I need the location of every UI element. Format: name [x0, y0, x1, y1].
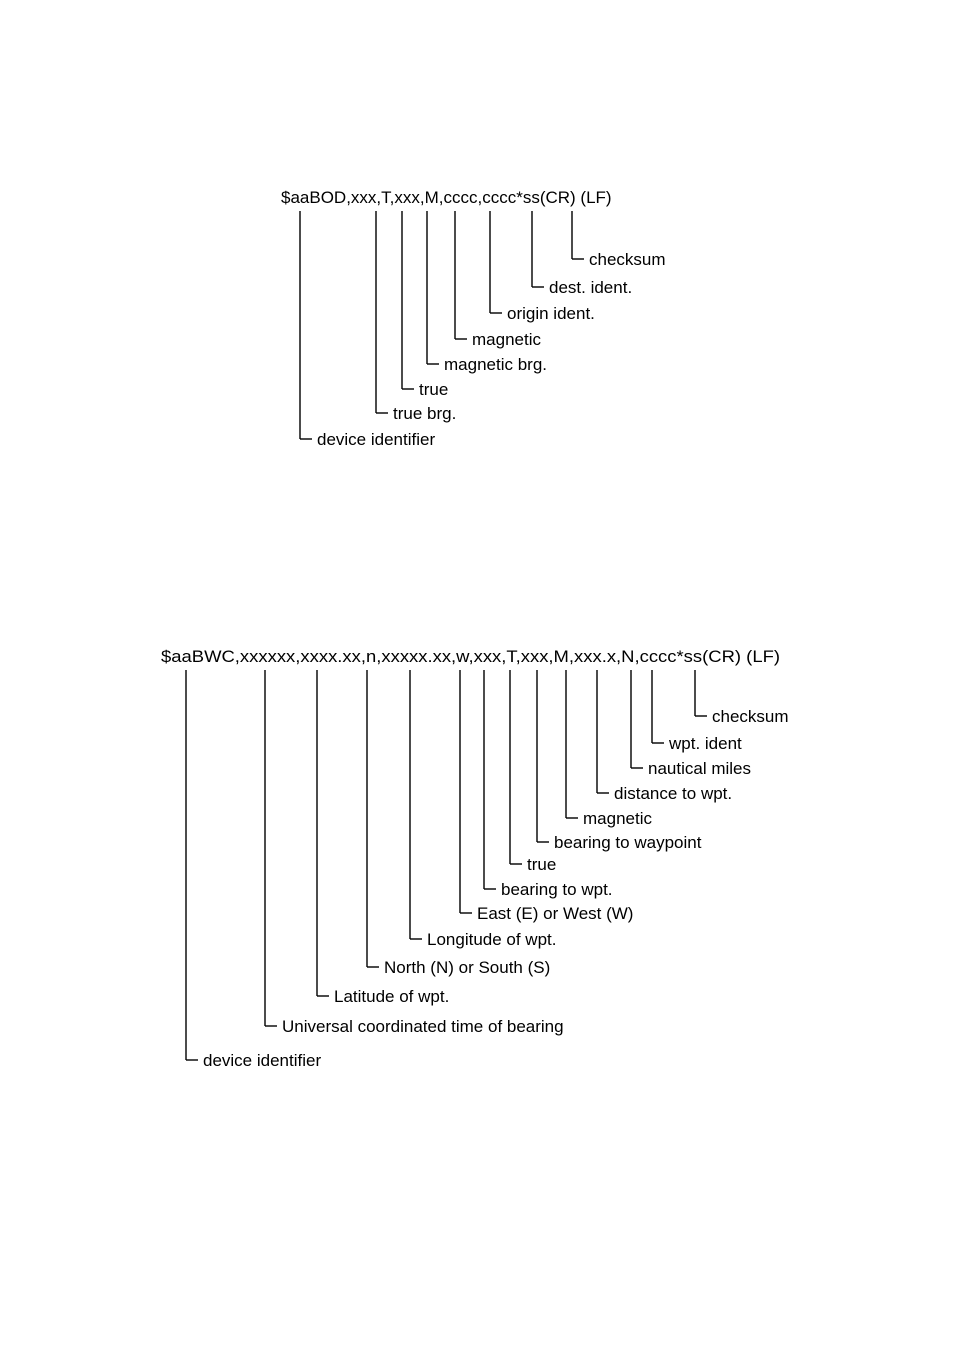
bod-field-label: dest. ident. — [549, 278, 632, 297]
bwc-field-label: distance to wpt. — [614, 784, 732, 803]
bwc-field-label: East (E) or West (W) — [477, 904, 633, 923]
bwc-field-label: checksum — [712, 707, 789, 726]
bwc-field-label: device identifier — [203, 1051, 321, 1070]
bwc-field-label: bearing to wpt. — [501, 880, 613, 899]
bwc-field-label: bearing to waypoint — [554, 833, 702, 852]
bod-sentence-text: $aaBOD,xxx,T,xxx,M,cccc,cccc*ss(CR) (LF) — [281, 188, 612, 207]
bwc-field-label: true — [527, 855, 556, 874]
bwc-sentence-diagram: $aaBWC,xxxxxx,xxxx.xx,n,xxxxx.xx,w,xxx,T… — [161, 647, 789, 1070]
bwc-field-label: Universal coordinated time of bearing — [282, 1017, 564, 1036]
bwc-field-label: Latitude of wpt. — [334, 987, 449, 1006]
bwc-field-label: wpt. ident — [668, 734, 742, 753]
bwc-field-label: magnetic — [583, 809, 652, 828]
bwc-field-label: Longitude of wpt. — [427, 930, 556, 949]
bod-sentence-diagram: $aaBOD,xxx,T,xxx,M,cccc,cccc*ss(CR) (LF)… — [281, 188, 666, 449]
bod-field-label: true brg. — [393, 404, 456, 423]
bwc-field-label: nautical miles — [648, 759, 751, 778]
bod-field-label: device identifier — [317, 430, 435, 449]
bod-field-label: origin ident. — [507, 304, 595, 323]
bod-field-label: checksum — [589, 250, 666, 269]
bod-field-label: magnetic brg. — [444, 355, 547, 374]
bwc-field-label: North (N) or South (S) — [384, 958, 550, 977]
bwc-sentence-text: $aaBWC,xxxxxx,xxxx.xx,n,xxxxx.xx,w,xxx,T… — [161, 647, 780, 666]
bod-field-label: true — [419, 380, 448, 399]
bod-field-label: magnetic — [472, 330, 541, 349]
